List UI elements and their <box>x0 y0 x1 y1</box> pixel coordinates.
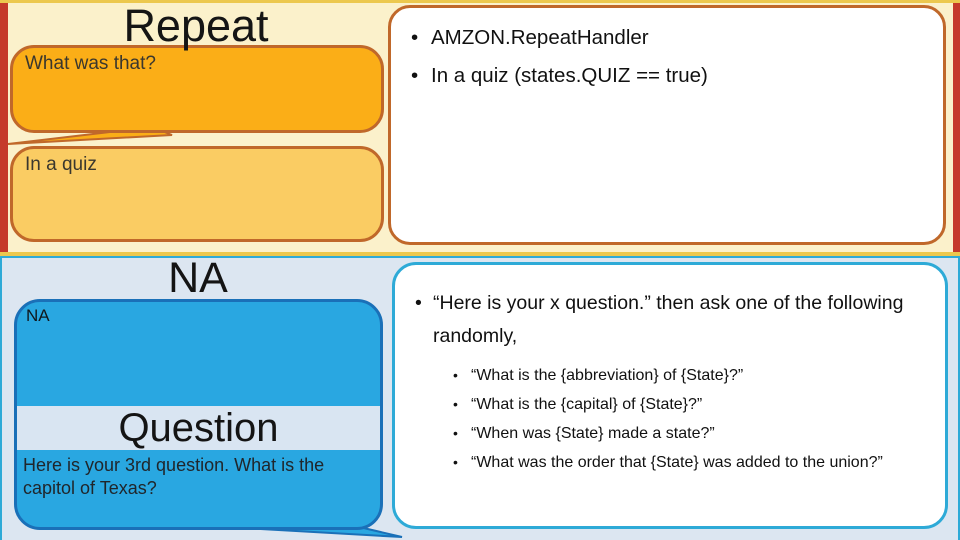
question-note-main: “Here is your x question.” then ask one … <box>411 287 911 353</box>
question-note-sub-item: “What is the {capital} of {State}?” <box>453 390 919 419</box>
card-what-label: What was that? <box>25 53 156 74</box>
section-title-na: NA <box>168 254 228 302</box>
repeat-notes-box: AMZON.RepeatHandler In a quiz (states.QU… <box>388 5 946 245</box>
card-quiz-label: In a quiz <box>25 154 97 175</box>
repeat-notes-list: AMZON.RepeatHandler In a quiz (states.QU… <box>407 24 925 90</box>
bubble-body-text: Here is your 3rd question. What is the c… <box>23 455 325 498</box>
red-accent-bar-right <box>953 3 960 252</box>
repeat-section: Repeat What was that? In a quiz AMZON.Re… <box>0 0 960 256</box>
question-note-sub-item: “What was the order that {State} was add… <box>453 448 919 477</box>
question-notes-box: “Here is your x question.” then ask one … <box>392 262 948 529</box>
question-heading-band: Question <box>17 406 380 450</box>
repeat-note-item: In a quiz (states.QUIZ == true) <box>407 62 925 90</box>
question-note-sublist: “What is the {abbreviation} of {State}?”… <box>411 361 919 477</box>
red-accent-bar-left <box>0 3 8 252</box>
bubble-na-label: NA <box>26 306 50 325</box>
bubble-heading: Question <box>118 406 279 450</box>
card-what-was-that: What was that? <box>10 45 384 133</box>
question-speech-bubble: NA Question Here is your 3rd question. W… <box>14 299 383 530</box>
card-in-a-quiz: In a quiz <box>10 146 384 242</box>
question-note-sub-item: “When was {State} made a state?” <box>453 419 919 448</box>
question-section: NA NA Question Here is your 3rd question… <box>0 254 960 540</box>
section-title-repeat: Repeat <box>123 0 269 51</box>
question-note-sub-item: “What is the {abbreviation} of {State}?” <box>453 361 919 390</box>
repeat-note-item: AMZON.RepeatHandler <box>407 24 925 52</box>
